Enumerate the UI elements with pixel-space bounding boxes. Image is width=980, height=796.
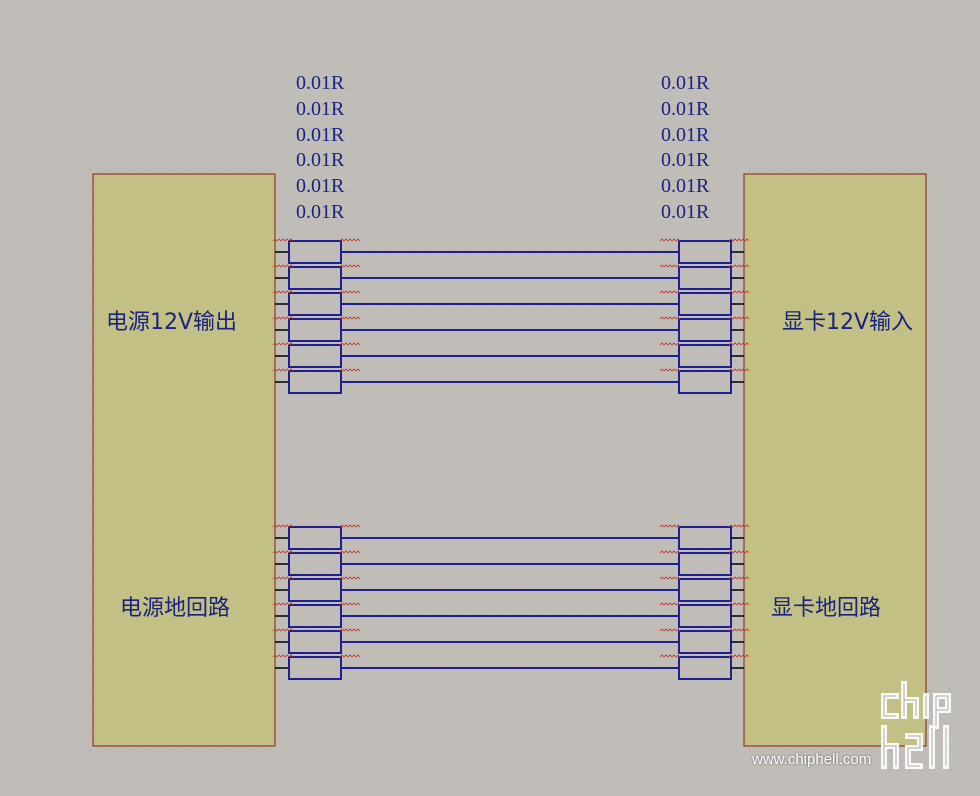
- net-marker: [272, 290, 294, 294]
- net-marker: [272, 524, 294, 528]
- net-marker: [339, 550, 361, 554]
- net-marker: [659, 576, 681, 580]
- net-marker: [272, 628, 294, 632]
- resistor-value: 0.01R: [296, 175, 345, 198]
- net-marker: [272, 264, 294, 268]
- net-marker: [339, 264, 361, 268]
- net-marker: [339, 628, 361, 632]
- resistor-value: 0.01R: [661, 200, 710, 223]
- net-marker: [272, 654, 294, 658]
- net-marker: [728, 524, 750, 528]
- resistor-value: 0.01R: [661, 123, 710, 146]
- net-marker: [339, 654, 361, 658]
- resistor-value: 0.01R: [661, 175, 710, 198]
- net-marker: [728, 602, 750, 606]
- net-marker: [272, 316, 294, 320]
- net-marker: [728, 342, 750, 346]
- net-marker: [659, 264, 681, 268]
- resistor-value: 0.01R: [661, 72, 710, 94]
- psu-block[interactable]: [92, 173, 276, 747]
- right-resistor-values: 0.01R 0.01R 0.01R 0.01R 0.01R 0.01R: [661, 71, 709, 226]
- net-marker: [339, 342, 361, 346]
- chiphell-logo-icon: [881, 681, 951, 769]
- net-marker: [339, 602, 361, 606]
- resistor-value: 0.01R: [296, 72, 345, 94]
- net-marker: [272, 238, 294, 242]
- net-marker: [272, 602, 294, 606]
- left-resistor-values: 0.01R 0.01R 0.01R 0.01R 0.01R 0.01R: [296, 71, 344, 226]
- gpu-gnd-label: 显卡地回路: [771, 596, 882, 621]
- net-marker: [659, 628, 681, 632]
- net-marker: [659, 238, 681, 242]
- net-marker: [272, 550, 294, 554]
- net-marker: [659, 602, 681, 606]
- net-marker: [272, 576, 294, 580]
- net-marker: [728, 550, 750, 554]
- wire-group: [272, 238, 750, 680]
- net-marker: [339, 290, 361, 294]
- psu-gnd-label: 电源地回路: [120, 596, 231, 621]
- net-marker: [272, 342, 294, 346]
- resistor-value: 0.01R: [296, 149, 345, 172]
- resistor-value: 0.01R: [296, 200, 345, 223]
- net-marker: [728, 628, 750, 632]
- net-marker: [728, 654, 750, 658]
- net-marker: [339, 368, 361, 372]
- net-marker: [659, 654, 681, 658]
- net-marker: [339, 238, 361, 242]
- net-marker: [339, 576, 361, 580]
- resistor-value: 0.01R: [661, 97, 710, 120]
- net-marker: [272, 368, 294, 372]
- net-marker: [659, 290, 681, 294]
- net-marker: [659, 316, 681, 320]
- net-marker: [659, 524, 681, 528]
- watermark-url: www.chiphell.com: [752, 751, 872, 768]
- net-marker: [728, 238, 750, 242]
- net-marker: [339, 524, 361, 528]
- gpu-block[interactable]: [743, 173, 927, 747]
- net-marker: [728, 264, 750, 268]
- resistor-value: 0.01R: [296, 97, 345, 120]
- net-marker: [728, 316, 750, 320]
- net-marker: [728, 368, 750, 372]
- net-marker: [728, 290, 750, 294]
- resistor-value: 0.01R: [661, 149, 710, 172]
- resistor-value: 0.01R: [296, 123, 345, 146]
- psu-12v-label: 电源12V输出: [106, 310, 238, 335]
- gpu-12v-label: 显卡12V输入: [782, 310, 914, 335]
- net-marker: [659, 368, 681, 372]
- net-marker: [659, 550, 681, 554]
- net-marker: [659, 342, 681, 346]
- net-marker: [339, 316, 361, 320]
- net-marker: [728, 576, 750, 580]
